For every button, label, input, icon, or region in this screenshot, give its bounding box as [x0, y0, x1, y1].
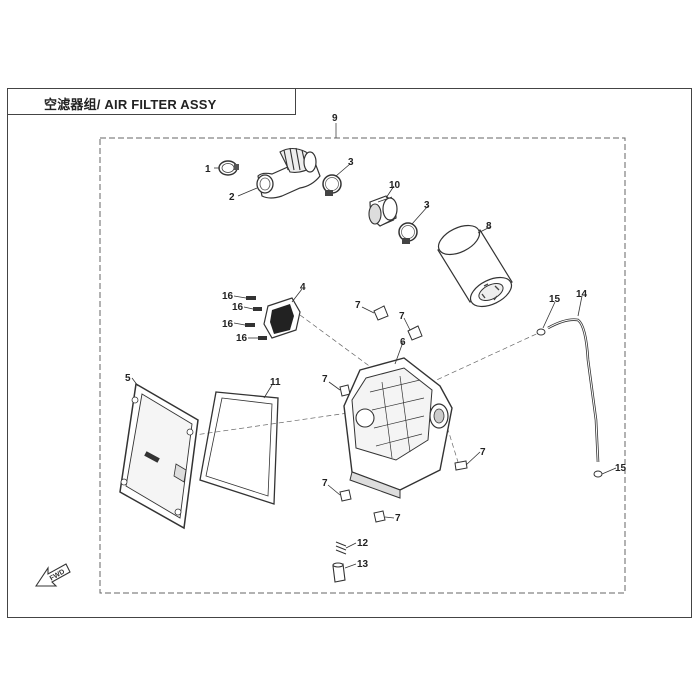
- drain-valve-part-13: [332, 562, 346, 583]
- callout-7f: 7: [395, 513, 401, 524]
- assembly-boundary: [99, 137, 626, 594]
- callout-7a: 7: [355, 300, 361, 311]
- callout-7c: 7: [322, 374, 328, 385]
- callout-5: 5: [125, 373, 131, 384]
- fwd-arrow-icon: FWD: [34, 563, 71, 587]
- callout-15a: 15: [549, 294, 561, 305]
- clip-parts-7: [339, 305, 468, 523]
- callout-1: 1: [205, 164, 211, 175]
- fwd-label: FWD: [49, 568, 66, 582]
- air-box-housing-part-6: [343, 357, 453, 499]
- callout-13: 13: [357, 559, 369, 570]
- callout-7d: 7: [480, 447, 486, 458]
- callout-16d: 16: [236, 333, 248, 344]
- callout-9: 9: [332, 113, 338, 124]
- callout-11: 11: [270, 377, 281, 388]
- callout-4: 4: [300, 282, 306, 293]
- hose-part-14: [547, 318, 600, 463]
- clamp-part-1: [218, 160, 239, 176]
- connector-part-10: [368, 195, 398, 227]
- diagram-title: 空滤器组/ AIR FILTER ASSY: [44, 97, 217, 112]
- callout-16c: 16: [222, 319, 234, 330]
- clamp-part-3a: [322, 174, 342, 196]
- callout-7b: 7: [399, 311, 405, 322]
- screws-part-16: [245, 296, 267, 340]
- title-box: [7, 88, 296, 115]
- callout-12: 12: [357, 538, 369, 549]
- hose-clamps-part-15: [536, 328, 603, 478]
- drain-spring-part-12: [335, 541, 347, 555]
- clamp-part-3b: [398, 222, 418, 244]
- cover-part-4: [263, 297, 301, 339]
- filter-element-part-8: [437, 224, 513, 308]
- callout-2: 2: [229, 192, 235, 203]
- callout-7e: 7: [322, 478, 328, 489]
- alignment-lines: [159, 314, 546, 463]
- outlet-pipe-part-2: [256, 147, 321, 199]
- leader-lines: [131, 163, 617, 569]
- callout-3b: 3: [424, 200, 430, 211]
- callout-8: 8: [486, 221, 492, 232]
- callout-6: 6: [400, 337, 406, 348]
- callout-14: 14: [576, 289, 588, 300]
- callout-16a: 16: [222, 291, 234, 302]
- gasket-part-11: [199, 391, 279, 505]
- callout-15b: 15: [615, 463, 627, 474]
- callout-16b: 16: [232, 302, 244, 313]
- cover-part-5: [119, 382, 199, 530]
- callout-3a: 3: [348, 157, 354, 168]
- drawing-frame: [7, 88, 692, 618]
- callout-10: 10: [389, 180, 401, 191]
